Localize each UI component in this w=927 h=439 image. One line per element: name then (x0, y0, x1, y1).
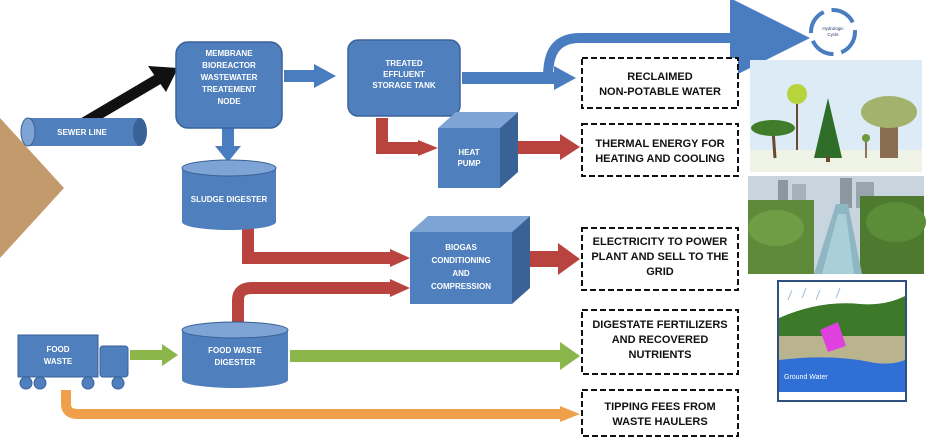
sewer-line-label-line: SEWER LINE (57, 128, 107, 137)
biogas-to-electricity-arrow (526, 243, 580, 275)
food-waste-digester-cylinder: FOOD WASTE DIGESTER (181, 321, 289, 388)
sewer-line-label: SEWER LINE (57, 128, 107, 137)
sewer-line-pipe: SEWER LINE (20, 117, 147, 147)
biogas-conditioning-cube: BIOGAS CONDITIONING AND COMPRESSION (410, 216, 530, 304)
effluent-to-hydrologic-arrow (543, 0, 810, 79)
food-waste-truck-label: FOOD WASTE (44, 345, 73, 366)
foodwaste-to-biogas-arrow (232, 279, 410, 330)
ground-water-image: Ground Water (777, 280, 907, 402)
mbr-label-line: WASTEWATER (201, 73, 258, 82)
digestate-text-line: AND RECOVERED (612, 334, 709, 346)
food-waste-digester-label-line: DIGESTER (215, 358, 256, 367)
mbr-label-line: TREATEMENT (202, 85, 256, 94)
biogas-label-line: COMPRESSION (431, 282, 491, 291)
membrane-bioreactor-node: MEMBRANE BIOREACTOR WASTEWATER TREATEMENT NO… (175, 41, 283, 129)
heat-pump-label: HEAT PUMP (457, 148, 481, 168)
mbr-label-line: BIOREACTOR (202, 61, 256, 70)
trees-image (750, 60, 922, 172)
treated-effluent-label: TREATED EFFLUENT STORAGE TANK (372, 59, 435, 90)
food-waste-digester-label-line: FOOD WASTE (208, 346, 262, 355)
truck-to-tipping-arrow (61, 390, 580, 422)
hydrologic-cycle-label-line: Hydrologic (822, 26, 844, 31)
reclaimed-water-text-line: NON-POTABLE WATER (599, 86, 721, 98)
thermal-energy-text-line: THERMAL ENERGY FOR (595, 138, 724, 150)
thermal-energy-text: THERMAL ENERGY FOR HEATING AND COOLING (595, 138, 725, 165)
truck-wheel (33, 376, 47, 390)
food-waste-truck-label-line: WASTE (44, 357, 73, 366)
effluent-to-heatpump-arrow (376, 118, 438, 156)
tipping-fees-text: TIPPING FEES FROM WASTE HAULERS (604, 401, 715, 428)
hydrologic-cycle-label-line: Cycle (827, 32, 839, 37)
biogas-label-line: CONDITIONING (431, 256, 490, 265)
sludge-digester-cylinder: SLUDGE DIGESTER (181, 159, 277, 230)
electricity-output-box: ELECTRICITY TO POWER PLANT AND SELL TO TH… (581, 227, 739, 291)
tipping-fees-text-line: WASTE HAULERS (612, 416, 707, 428)
truck-wheel (111, 376, 125, 390)
mbr-label: MEMBRANE BIOREACTOR WASTEWATER TREATEMENT NO… (201, 49, 258, 106)
electricity-text-line: GRID (646, 266, 674, 278)
heatpump-to-thermal-arrow (518, 134, 580, 160)
food-waste-truck: FOOD WASTE (17, 334, 129, 390)
reclaimed-water-text: RECLAIMED NON-POTABLE WATER (599, 71, 721, 98)
heat-pump-cube: HEAT PUMP (438, 112, 518, 188)
digestate-text-line: NUTRIENTS (629, 349, 692, 361)
electricity-text: ELECTRICITY TO POWER PLANT AND SELL TO TH… (591, 236, 728, 278)
truck-wheel (81, 376, 95, 390)
digestate-output-box: DIGESTATE FERTILIZERS AND RECOVERED NUTRIE… (581, 309, 739, 375)
treated-effluent-storage-tank: TREATED EFFLUENT STORAGE TANK (347, 39, 461, 117)
sewer-to-mbr-arrow (79, 66, 178, 129)
heat-pump-label-line: HEAT (458, 148, 479, 157)
mbr-label-line: NODE (217, 97, 241, 106)
food-waste-digester-label: FOOD WASTE DIGESTER (208, 346, 262, 367)
tan-chevron-decoration (0, 118, 64, 258)
heat-pump-label-line: PUMP (457, 159, 481, 168)
tipping-fees-text-line: TIPPING FEES FROM (604, 401, 715, 413)
electricity-text-line: ELECTRICITY TO POWER (593, 236, 728, 248)
biogas-label: BIOGAS CONDITIONING AND COMPRESSION (431, 243, 491, 291)
reclaimed-water-output-box: RECLAIMED NON-POTABLE WATER (581, 57, 739, 109)
truck-wheel (19, 376, 33, 390)
mbr-to-effluent-arrow (284, 64, 336, 88)
effluent-to-reclaimed-arrow (462, 66, 576, 90)
food-waste-truck-label-line: FOOD (46, 345, 69, 354)
thermal-energy-text-line: HEATING AND COOLING (595, 153, 725, 165)
digestate-text: DIGESTATE FERTILIZERS AND RECOVERED NUTRIE… (592, 319, 727, 361)
mbr-label-line: MEMBRANE (205, 49, 253, 58)
digester-to-digestate-arrow (290, 342, 580, 370)
truck-to-digester-arrow (130, 344, 178, 366)
ground-water-label: Ground Water (784, 374, 828, 381)
reclaimed-water-text-line: RECLAIMED (627, 71, 692, 83)
treated-effluent-label-line: STORAGE TANK (372, 81, 435, 90)
treated-effluent-label-line: TREATED (385, 59, 422, 68)
thermal-energy-output-box: THERMAL ENERGY FOR HEATING AND COOLING (581, 123, 739, 177)
sludge-digester-label-line: SLUDGE DIGESTER (191, 195, 268, 204)
biogas-label-line: BIOGAS (445, 243, 477, 252)
mbr-to-sludge-arrow (215, 128, 241, 162)
urban-stream-image (748, 176, 926, 274)
electricity-text-line: PLANT AND SELL TO THE (591, 251, 728, 263)
sludge-to-biogas-arrow (242, 222, 410, 267)
treated-effluent-label-line: EFFLUENT (383, 70, 425, 79)
biogas-label-line: AND (452, 269, 470, 278)
sludge-digester-label: SLUDGE DIGESTER (191, 195, 268, 204)
digestate-text-line: DIGESTATE FERTILIZERS (592, 319, 727, 331)
tipping-fees-output-box: TIPPING FEES FROM WASTE HAULERS (581, 389, 739, 437)
